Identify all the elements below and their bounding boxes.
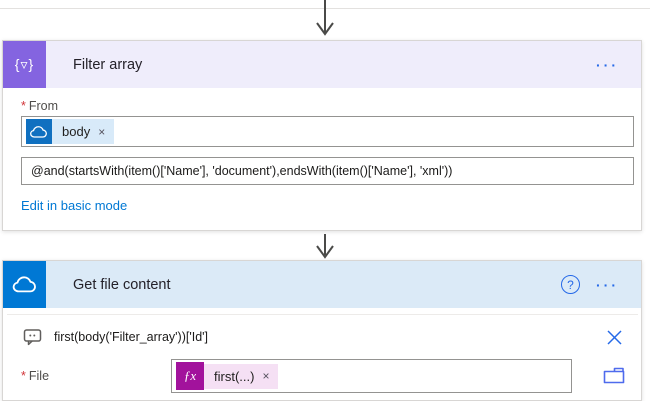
- edit-in-basic-mode-link[interactable]: Edit in basic mode: [21, 198, 128, 213]
- onedrive-cloud-icon: [12, 276, 36, 293]
- file-id-expression-row: first(body('Filter_array'))['Id']: [3, 315, 641, 346]
- from-input[interactable]: body ×: [21, 116, 634, 147]
- flow-connector-arrow-middle: [314, 234, 336, 265]
- file-input[interactable]: ƒx first(...) ×: [171, 359, 572, 393]
- comment-bubble-icon: [23, 329, 42, 346]
- file-field-label: *File: [21, 369, 50, 383]
- folder-icon: [603, 367, 625, 384]
- custom-value-expression[interactable]: first(body('Filter_array'))['Id']: [54, 330, 209, 344]
- file-picker-button[interactable]: [603, 367, 625, 385]
- action-title: Filter array: [73, 56, 143, 73]
- header-body-divider: [7, 314, 638, 315]
- flow-connector-arrow-top: [314, 0, 336, 43]
- required-marker: *: [21, 99, 26, 113]
- more-options-menu-button[interactable]: ···: [596, 56, 619, 73]
- onedrive-cloud-icon: [26, 119, 52, 144]
- action-card-filter-array: {▿} Filter array ··· *From body × @and(s…: [2, 40, 642, 231]
- filter-braces-icon: {▿}: [14, 56, 35, 72]
- get-file-content-header[interactable]: Get file content ? ···: [3, 261, 641, 308]
- clear-custom-value-button[interactable]: [606, 329, 623, 346]
- remove-token-icon[interactable]: ×: [262, 369, 270, 383]
- required-marker: *: [21, 369, 26, 383]
- remove-token-icon[interactable]: ×: [98, 124, 106, 139]
- token-label: first(...): [214, 368, 255, 384]
- from-field-label: *From: [21, 99, 59, 113]
- arrow-down-icon: [316, 234, 334, 259]
- more-options-menu-button[interactable]: ···: [596, 276, 619, 293]
- file-field-row: *File ƒx first(...) ×: [3, 359, 641, 393]
- fx-expression-icon: ƒx: [176, 362, 204, 390]
- token-label: body: [62, 124, 91, 139]
- close-icon: [607, 329, 622, 345]
- onedrive-connector-icon: [3, 261, 46, 308]
- data-operations-connector-icon: {▿}: [3, 41, 46, 88]
- filter-array-header[interactable]: {▿} Filter array ···: [3, 41, 641, 88]
- expression-token[interactable]: ƒx first(...) ×: [176, 362, 279, 390]
- action-title: Get file content: [73, 276, 171, 293]
- filter-condition-expression-input[interactable]: @and(startsWith(item()['Name'], 'documen…: [21, 157, 634, 185]
- action-card-get-file-content: Get file content ? ··· first(body('Filte…: [2, 260, 642, 401]
- arrow-down-icon: [316, 0, 334, 36]
- body-token[interactable]: body ×: [26, 119, 115, 144]
- help-button[interactable]: ?: [561, 275, 580, 294]
